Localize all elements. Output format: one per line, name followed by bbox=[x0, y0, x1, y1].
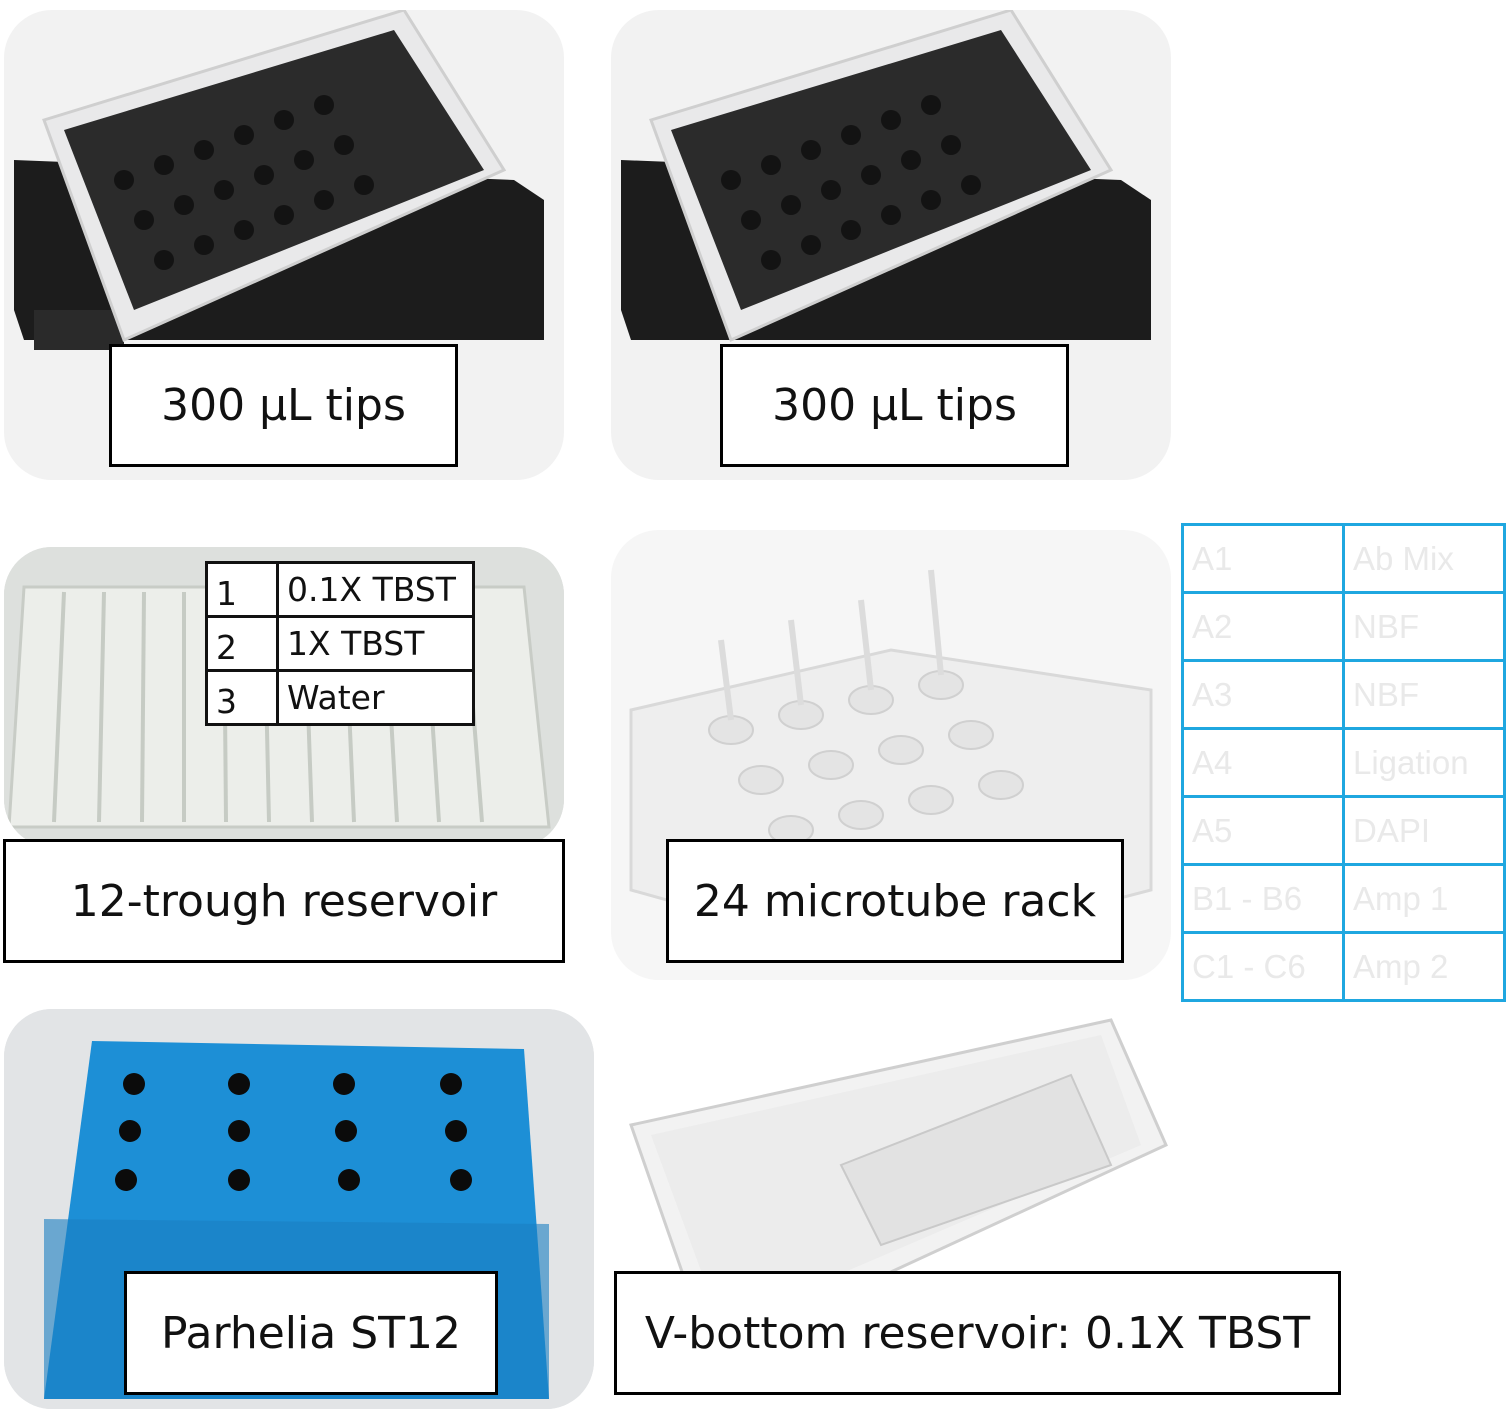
reagent-cell: NBF bbox=[1342, 659, 1506, 730]
well-cell: B1 - B6 bbox=[1181, 863, 1345, 934]
well-cell: A3 bbox=[1181, 659, 1345, 730]
parhelia-label: Parhelia ST12 bbox=[124, 1271, 498, 1395]
well-cell: C1 - C6 bbox=[1181, 931, 1345, 1002]
table-row: 3 Water bbox=[205, 669, 475, 726]
table-row: C1 - C6 Amp 2 bbox=[1181, 931, 1506, 1002]
trough-reagent: Water bbox=[276, 669, 475, 726]
table-row: A5 DAPI bbox=[1181, 795, 1506, 866]
table-row: A2 NBF bbox=[1181, 591, 1506, 662]
table-row: 2 1X TBST bbox=[205, 615, 475, 672]
reagent-cell: NBF bbox=[1342, 591, 1506, 662]
tip-rack-illustration bbox=[14, 10, 544, 350]
microtube-label: 24 microtube rack bbox=[666, 839, 1124, 963]
reagent-cell: DAPI bbox=[1342, 795, 1506, 866]
trough-number: 3 bbox=[205, 669, 279, 726]
reagent-cell: Ligation bbox=[1342, 727, 1506, 798]
tips-label-1: 300 µL tips bbox=[109, 344, 458, 467]
vbottom-label: V-bottom reservoir: 0.1X TBST bbox=[614, 1271, 1341, 1395]
tip-rack-illustration bbox=[621, 10, 1151, 343]
trough-reagent: 0.1X TBST bbox=[276, 561, 475, 618]
reagent-cell: Amp 1 bbox=[1342, 863, 1506, 934]
table-row: B1 - B6 Amp 1 bbox=[1181, 863, 1506, 934]
well-cell: A2 bbox=[1181, 591, 1345, 662]
table-row: A3 NBF bbox=[1181, 659, 1506, 730]
trough-label: 12-trough reservoir bbox=[3, 839, 565, 963]
trough-reagent: 1X TBST bbox=[276, 615, 475, 672]
tips-label-2: 300 µL tips bbox=[720, 344, 1069, 467]
table-row: 1 0.1X TBST bbox=[205, 561, 475, 618]
well-cell: A5 bbox=[1181, 795, 1345, 866]
trough-number: 1 bbox=[205, 561, 279, 618]
trough-number: 2 bbox=[205, 615, 279, 672]
table-row: A1 Ab Mix bbox=[1181, 523, 1506, 594]
reagent-cell: Ab Mix bbox=[1342, 523, 1506, 594]
trough-reagent-table: 1 0.1X TBST 2 1X TBST 3 Water bbox=[205, 561, 475, 726]
rack-reagent-map: A1 Ab Mix A2 NBF A3 NBF A4 Ligation A5 D… bbox=[1181, 523, 1506, 1002]
well-cell: A1 bbox=[1181, 523, 1345, 594]
well-cell: A4 bbox=[1181, 727, 1345, 798]
tip-rack-image-2 bbox=[611, 10, 1171, 480]
table-row: A4 Ligation bbox=[1181, 727, 1506, 798]
tip-rack-image-1 bbox=[4, 10, 564, 480]
reagent-cell: Amp 2 bbox=[1342, 931, 1506, 1002]
